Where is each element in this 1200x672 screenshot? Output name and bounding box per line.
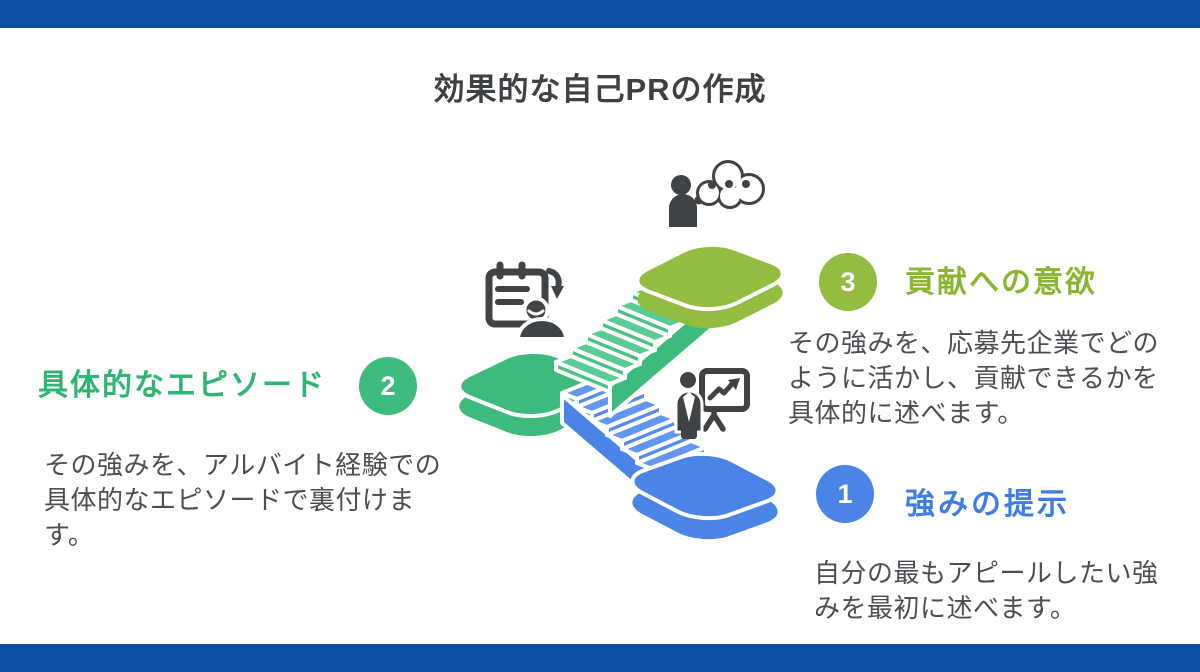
bottom-accent-bar	[0, 644, 1200, 672]
page-title: 効果的な自己PRの作成	[433, 72, 767, 107]
step-1-description: 自分の最もアピールしたい強みを最初に述べます。	[814, 558, 1159, 623]
step-2-description: その強みを、アルバイト経験での具体的なエピソードで裏付けます。	[44, 450, 442, 550]
platform-step-3	[622, 238, 797, 329]
presenter-chart-icon	[674, 368, 750, 439]
step-2-number-badge: 2	[359, 357, 417, 415]
top-accent-bar	[0, 0, 1200, 28]
step-3-label: 貢献への意欲	[905, 266, 1097, 299]
clipboard-person-icon	[485, 261, 569, 341]
step-2-label: 具体的なエピソード	[38, 369, 326, 402]
step-1-number-badge: 1	[816, 465, 874, 523]
step-3-number-badge: 3	[819, 253, 877, 311]
step-1-label: 強みの提示	[905, 488, 1070, 521]
step-3-description: その強みを、応募先企業でどのように活かし、貢献できるかを具体的に述べます。	[788, 328, 1160, 428]
platform-step-1	[618, 448, 793, 540]
thinking-person-icon	[669, 160, 765, 227]
